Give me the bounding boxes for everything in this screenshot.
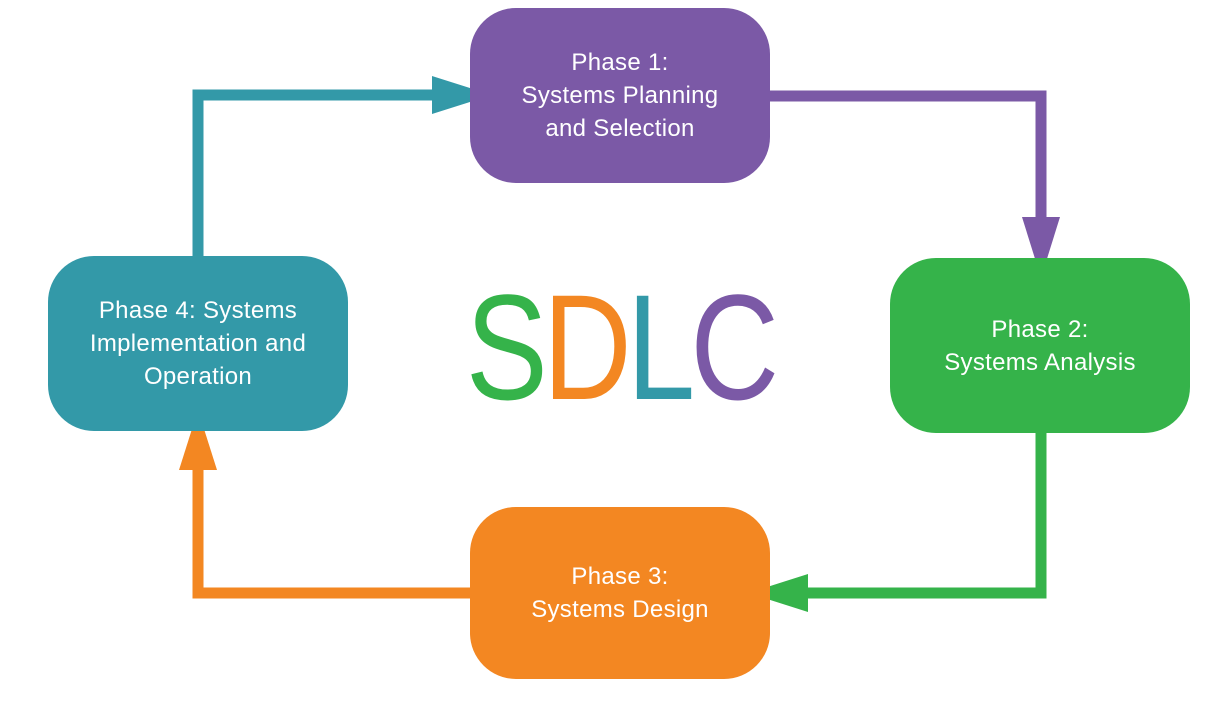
arrowhead-phase2 <box>1022 217 1060 278</box>
arrowhead-phase3 <box>748 574 808 612</box>
phase-4-line-2: Implementation and <box>89 330 307 357</box>
phase-4-box: Phase 4: Systems Implementation and Oper… <box>48 256 348 431</box>
phase-1-line-1: Phase 1: <box>571 49 669 76</box>
phase-3-line-2: Systems Design <box>531 596 709 623</box>
arrow-phase4-to-phase1 <box>192 89 445 256</box>
phase-1-line-2: Systems Planning <box>521 82 719 109</box>
title-letter-c: C <box>690 263 779 431</box>
arrow-phase2-to-phase3 <box>795 433 1047 599</box>
arrowhead-phase4 <box>179 410 217 470</box>
arrowhead-phase1 <box>432 76 492 114</box>
arrow-phase3-to-phase4 <box>192 460 470 599</box>
phase-2-line-2: Systems Analysis <box>944 348 1136 376</box>
title-letter-s: S <box>465 263 548 431</box>
phase-4-line-3: Operation <box>143 363 253 390</box>
phase-4-line-1: Phase 4: Systems <box>98 297 298 324</box>
phase-3-box: Phase 3: Systems Design <box>470 507 770 679</box>
title-letter-l: L <box>626 263 695 431</box>
phase-1-line-3: and Selection <box>545 115 695 142</box>
sdlc-title: S D L C <box>466 262 779 432</box>
phase-2-line-1: Phase 2: <box>991 315 1089 343</box>
arrow-phase1-to-phase2 <box>770 90 1047 230</box>
phase-3-line-1: Phase 3: <box>571 563 669 590</box>
phase-1-box: Phase 1: Systems Planning and Selection <box>470 8 770 183</box>
phase-2-box: Phase 2: Systems Analysis <box>890 258 1190 433</box>
title-letter-d: D <box>542 263 632 431</box>
